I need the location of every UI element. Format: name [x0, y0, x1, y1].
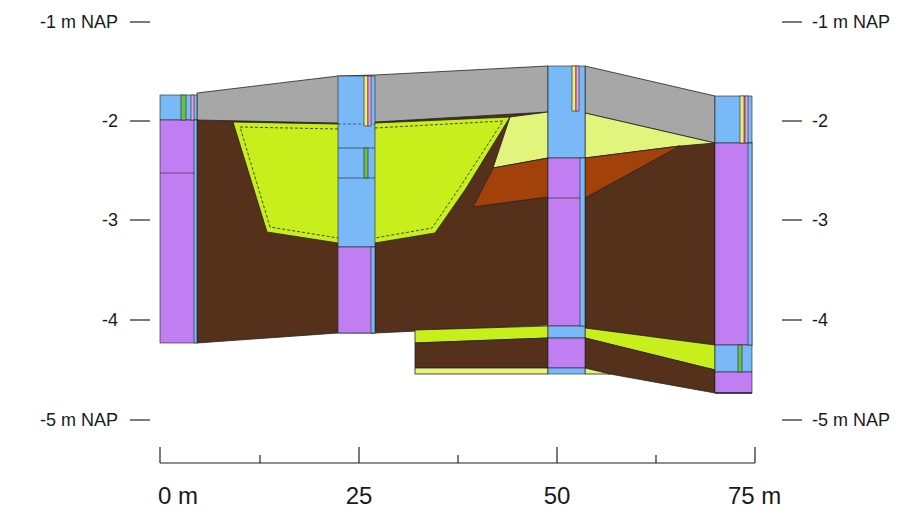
depth-label: -5 m NAP: [40, 409, 118, 431]
depth-label: -2: [812, 110, 828, 132]
borehole: [160, 95, 197, 343]
borehole: [548, 66, 585, 374]
depth-label: -4: [812, 309, 828, 331]
distance-label: 0 m: [158, 482, 198, 510]
peat-layer: [415, 338, 548, 368]
axis-ticks: [130, 22, 802, 463]
depth-label: -2: [102, 110, 118, 132]
clay-layer: [585, 146, 680, 198]
distance-label: 75 m: [728, 482, 781, 510]
depth-label: -5 m NAP: [812, 409, 890, 431]
depth-label: -1 m NAP: [40, 11, 118, 33]
sand-layer: [415, 368, 548, 374]
depth-label: -4: [102, 309, 118, 331]
depth-label: -1 m NAP: [812, 11, 890, 33]
borehole: [715, 96, 752, 393]
peat-layer: [585, 113, 715, 345]
distance-label: 50: [544, 482, 571, 510]
distance-label: 25: [346, 482, 373, 510]
depth-label: -3: [102, 209, 118, 231]
depth-label: -3: [812, 209, 828, 231]
sand-layer: [585, 368, 610, 374]
peat-layer: [585, 338, 715, 393]
borehole: [338, 76, 375, 333]
clay-layer: [473, 158, 548, 207]
